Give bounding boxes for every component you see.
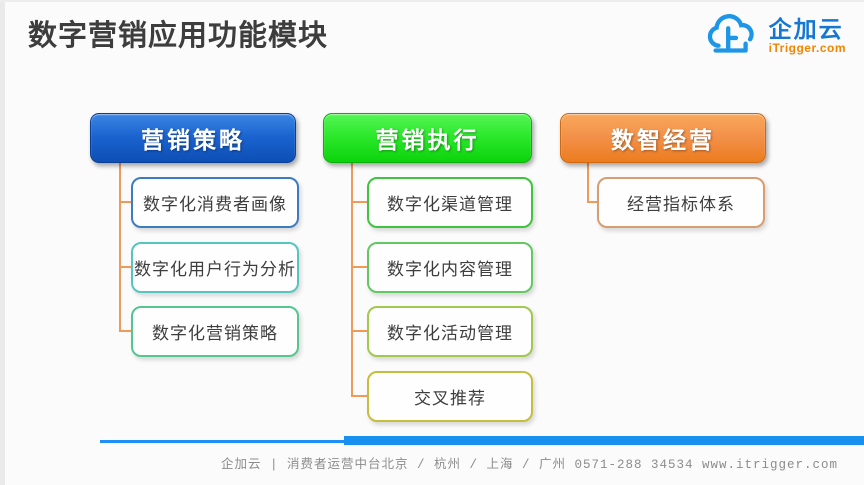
- cloud-logo-icon: [707, 14, 754, 53]
- footer-text: 企加云 | 消费者运营中台北京 / 杭州 / 上海 / 广州 0571-288 …: [220, 458, 838, 472]
- footer-accent-line-thin: [100, 440, 344, 443]
- connector-line: [351, 163, 353, 397]
- slide-left-edge: [0, 0, 5, 485]
- connector-line: [587, 201, 597, 203]
- connector-line: [351, 395, 367, 397]
- node-activity-management: 数字化活动管理: [367, 306, 533, 357]
- logo: 企加云 iTrigger.com: [705, 12, 846, 60]
- connector-line: [351, 201, 367, 203]
- logo-brand-name: 企加云: [768, 15, 844, 42]
- connector-line: [119, 163, 121, 332]
- connector-line: [587, 163, 589, 203]
- logo-domain: iTrigger.com: [768, 41, 846, 56]
- node-user-behavior-analysis: 数字化用户行为分析: [131, 242, 299, 293]
- logo-text: 企加云 iTrigger.com: [769, 17, 846, 55]
- header-marketing-execution: 营销执行: [323, 113, 532, 163]
- connector-line: [119, 266, 131, 268]
- header-marketing-strategy: 营销策略: [90, 113, 296, 163]
- connector-line: [119, 330, 131, 332]
- node-cross-recommendation: 交叉推荐: [367, 371, 533, 422]
- node-digital-marketing-strategy: 数字化营销策略: [131, 306, 299, 357]
- node-consumer-portrait: 数字化消费者画像: [131, 177, 299, 228]
- footer-accent-line-thick: [344, 436, 864, 445]
- connector-line: [351, 330, 367, 332]
- node-channel-management: 数字化渠道管理: [367, 177, 533, 228]
- node-content-management: 数字化内容管理: [367, 242, 533, 293]
- node-operation-indicator-system: 经营指标体系: [597, 177, 765, 228]
- connector-line: [351, 266, 367, 268]
- connector-line: [119, 201, 131, 203]
- header-digital-operation: 数智经营: [560, 113, 766, 163]
- slide-top-edge: [0, 0, 864, 2]
- page-title: 数字营销应用功能模块: [28, 20, 329, 52]
